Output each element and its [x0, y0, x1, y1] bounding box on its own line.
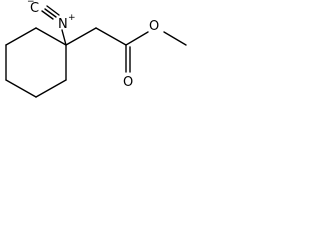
- triple-bond-line: [41, 10, 54, 20]
- isocyanide-nitrogen-label: N: [58, 17, 68, 32]
- ring-bond: [35, 79, 67, 98]
- ring-bond: [5, 79, 37, 98]
- structure-diagram: C − N + O O: [5, 0, 187, 98]
- ring-to-nitrogen-bond: [61, 29, 67, 46]
- carbonyl-to-ester-oxygen-bond: [125, 31, 149, 46]
- ester-oxygen-to-methyl-bond: [163, 31, 187, 46]
- triple-bond-line: [44, 8, 57, 18]
- isocyanide-nitrogen-charge: +: [68, 13, 76, 23]
- ring-bond: [35, 27, 67, 46]
- isocyanide-triple-bond: [41, 5, 60, 20]
- triple-bond-line: [46, 5, 60, 16]
- carbonyl-oxygen-label: O: [123, 75, 133, 90]
- carbonyl-double-bond: [125, 44, 131, 73]
- cyclohexane-ring: [5, 27, 67, 98]
- ring-to-methylene-bond: [65, 27, 97, 46]
- ring-bond: [5, 27, 37, 46]
- methylene-to-carbonyl-bond: [95, 27, 127, 46]
- isocyanide-carbon-label: C: [30, 1, 39, 16]
- isocyanide-carbon-charge: −: [27, 0, 35, 7]
- ester-oxygen-label: O: [149, 19, 159, 34]
